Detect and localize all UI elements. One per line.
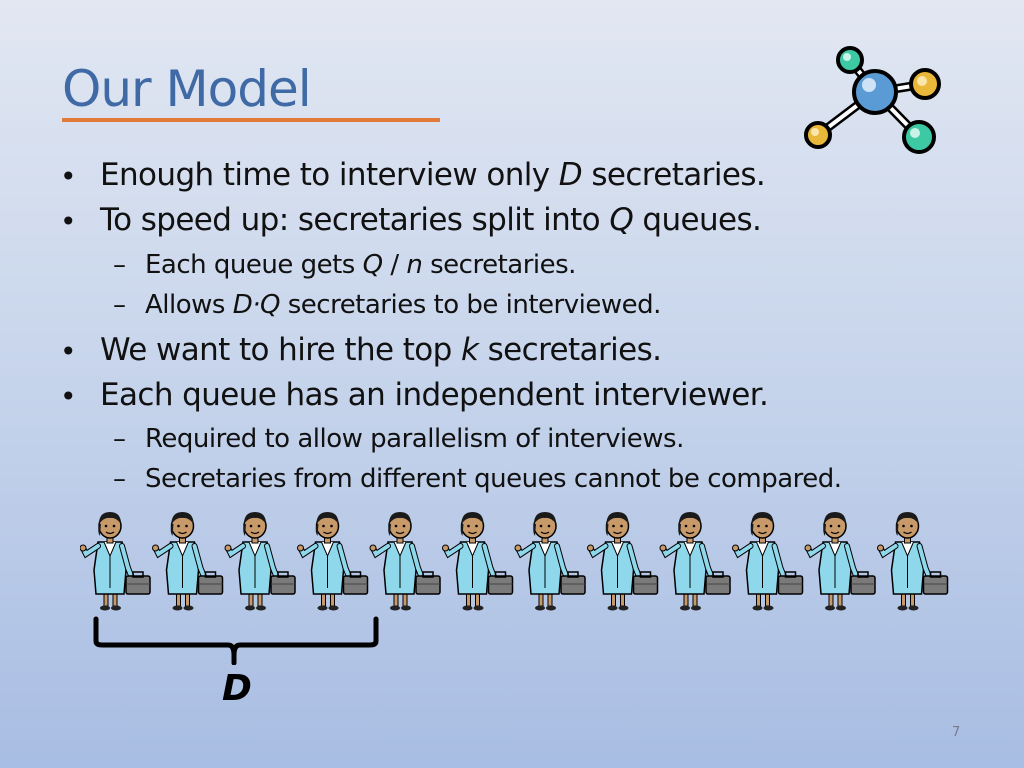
secretary-figure [660, 512, 730, 611]
secretary-figure [370, 512, 440, 611]
secretary-figure [733, 512, 803, 611]
bullet-item: To speed up: secretaries split into Q qu… [100, 202, 762, 238]
sub-bullet-item: Each queue gets Q / n secretaries. [145, 250, 576, 280]
secretary-figure [515, 512, 585, 611]
sub-bullet-marker: – [113, 250, 126, 280]
bullet-marker: • [60, 160, 77, 193]
secretary-figure [225, 512, 295, 611]
secretary-figure [805, 512, 875, 611]
bullet-item: Each queue has an independent interviewe… [100, 377, 769, 413]
secretaries-row [80, 508, 960, 618]
d-brace [93, 616, 379, 665]
molecule-icon [804, 46, 941, 154]
bullet-marker: • [60, 335, 77, 368]
bullet-item: Enough time to interview only D secretar… [100, 157, 766, 193]
secretary-figure [878, 512, 948, 611]
bullet-marker: • [60, 380, 77, 413]
secretary-figure [153, 512, 223, 611]
title-underline [62, 118, 440, 122]
slide-title: Our Model [62, 60, 312, 118]
page-number: 7 [952, 725, 961, 740]
sub-bullet-item: Allows D·Q secretaries to be interviewed… [145, 290, 661, 320]
sub-bullet-marker: – [113, 464, 126, 494]
sub-bullet-item: Required to allow parallelism of intervi… [145, 424, 684, 454]
bullet-item: We want to hire the top k secretaries. [100, 332, 662, 368]
sub-bullet-marker: – [113, 290, 126, 320]
sub-bullet-item: Secretaries from different queues cannot… [145, 464, 842, 494]
secretary-figure [80, 512, 150, 611]
bullet-marker: • [60, 205, 77, 238]
sub-bullet-marker: – [113, 424, 126, 454]
brace-label: D [222, 668, 252, 709]
secretary-figure [588, 512, 658, 611]
secretary-figure [298, 512, 368, 611]
secretary-figure [443, 512, 513, 611]
